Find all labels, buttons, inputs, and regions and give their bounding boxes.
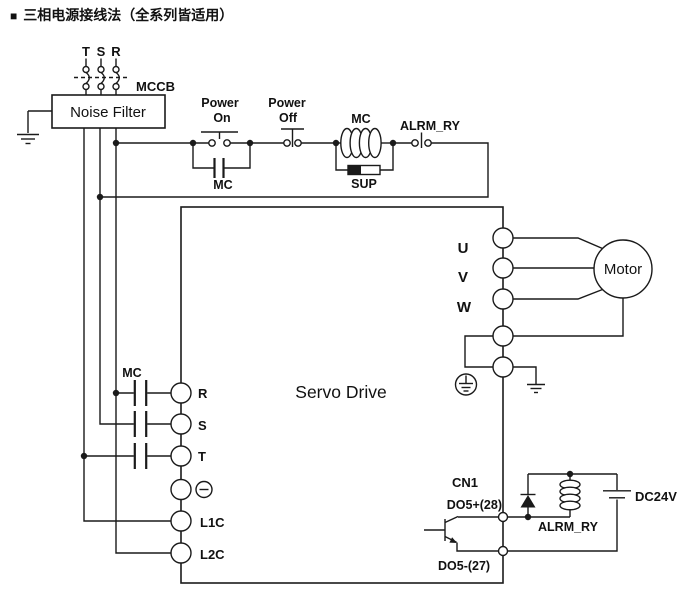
terminal-l1c — [170, 510, 192, 532]
terminal-t — [170, 445, 192, 467]
motor-label: Motor — [604, 261, 642, 278]
phase-feed-wires — [83, 128, 171, 554]
alarm-relay-contact — [411, 132, 432, 148]
terminal-v-label: V — [458, 269, 468, 286]
mc-aux-label: MC — [213, 178, 232, 192]
motor-wires — [513, 237, 624, 337]
ground-icon — [17, 133, 39, 145]
alarm-relay-coil — [559, 474, 581, 517]
relay-coil-label: ALRM_RY — [538, 520, 599, 534]
terminal-t-label: T — [198, 449, 206, 464]
terminal-minus — [170, 478, 192, 501]
motor: Motor — [593, 239, 653, 299]
surge-suppressor — [335, 143, 394, 176]
left-terminals: R S T L1C L2C — [170, 382, 225, 564]
sup-label: SUP — [351, 177, 377, 191]
page-title: 三相电源接线法（全系列皆适用） — [23, 7, 234, 23]
terminal-l2c — [170, 542, 192, 564]
do5-plus-label: DO5+(28) — [447, 498, 502, 512]
terminal-motor-ground — [492, 325, 514, 347]
terminal-s — [170, 413, 192, 435]
terminal-r-label: R — [198, 386, 208, 401]
control-return-wire — [100, 142, 489, 198]
noise-filter: Noise Filter — [17, 94, 166, 145]
servo-drive-label: Servo Drive — [295, 382, 386, 402]
terminal-u — [492, 227, 514, 249]
do5-minus-label: DO5-(27) — [438, 559, 490, 573]
terminal-pe — [492, 356, 514, 378]
noise-filter-label: Noise Filter — [70, 104, 146, 121]
control-circuit: Power On MC Power Off — [100, 96, 489, 198]
wire-phase-s — [99, 128, 134, 425]
terminal-w-label: W — [457, 299, 472, 316]
power-off-contact — [281, 128, 304, 147]
mc-aux-contact — [192, 143, 251, 178]
do5-plus-terminal — [497, 511, 509, 523]
flyback-diode — [520, 474, 536, 517]
protective-earth-icon — [454, 373, 478, 396]
output-transistor — [424, 515, 499, 552]
minus-terminal-icon — [195, 480, 213, 499]
mccb-breaker: MCCB — [74, 58, 175, 95]
mccb-label: MCCB — [136, 79, 175, 94]
power-on-label-1: Power — [201, 96, 239, 110]
wire-phase-r — [115, 128, 171, 554]
drive-ground-links — [454, 335, 545, 396]
wire-phase-t — [83, 128, 171, 522]
dc24v-label: DC24V — [635, 489, 677, 504]
title-bullet-icon: ■ — [10, 9, 18, 23]
mc-coil-label: MC — [351, 112, 370, 126]
dc24v-battery — [507, 474, 631, 552]
phase-label-s: S — [97, 44, 106, 59]
phase-label-r: R — [111, 44, 121, 59]
power-on-contact — [201, 131, 238, 147]
cn1-label: CN1 — [452, 475, 478, 490]
terminal-v — [492, 257, 514, 279]
page-title-row: ■ 三相电源接线法（全系列皆适用） — [10, 5, 233, 25]
right-terminals: U V W — [457, 227, 514, 378]
mc-main-label: MC — [122, 366, 141, 380]
terminal-w — [492, 288, 514, 310]
terminal-s-label: S — [198, 418, 207, 433]
phase-label-t: T — [82, 44, 90, 59]
ground-icon-2 — [527, 383, 545, 394]
terminal-l2c-label: L2C — [200, 547, 225, 562]
mc-main-contacts: MC — [122, 366, 171, 469]
power-off-label-2: Off — [279, 111, 298, 125]
cn1-output: CN1 DO5+(28) DO5-(27) — [424, 473, 677, 573]
do5-minus-terminal — [497, 545, 509, 557]
terminal-l1c-label: L1C — [200, 515, 225, 530]
phase-labels: T S R — [82, 44, 121, 59]
motor-ground-wire — [513, 298, 624, 337]
terminal-u-label: U — [458, 240, 469, 257]
emitter-arrow — [449, 537, 457, 543]
power-off-label-1: Power — [268, 96, 306, 110]
noise-filter-box — [51, 94, 166, 129]
terminal-r — [170, 382, 192, 404]
junction-dots — [80, 139, 574, 521]
mc-coil — [336, 127, 393, 159]
motor-circle — [593, 239, 653, 299]
alarm-contact-label: ALRM_RY — [400, 119, 461, 133]
power-on-label-2: On — [213, 111, 230, 125]
